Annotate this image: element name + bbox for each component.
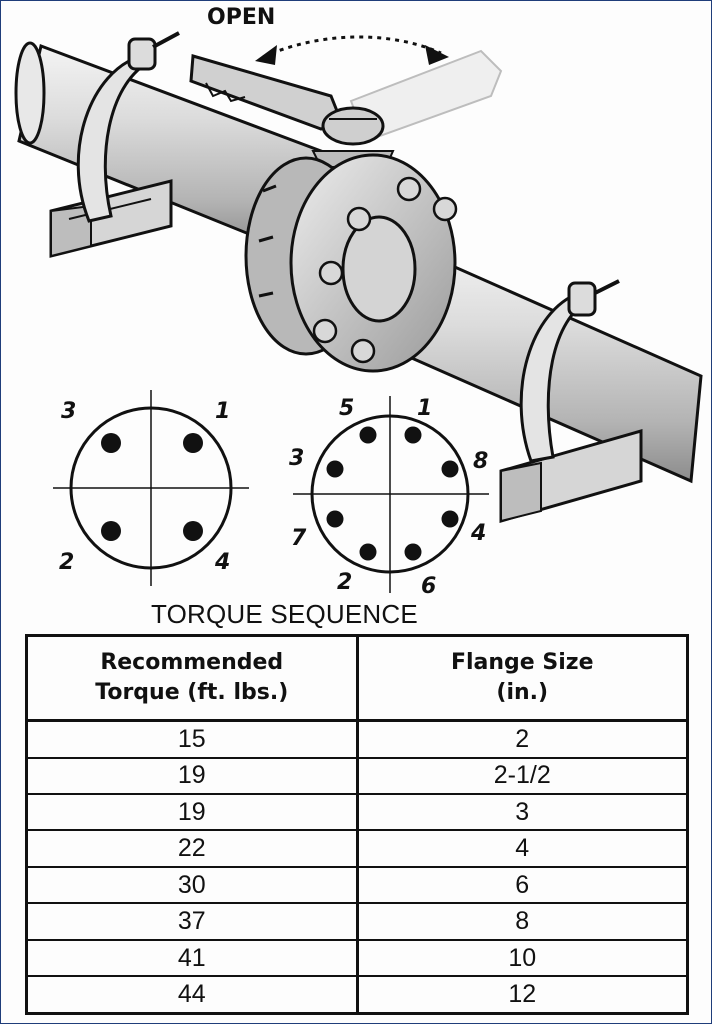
- table-row: 22 4: [25, 829, 689, 868]
- torque-cell: 15: [25, 719, 359, 759]
- right-strut-channel: [499, 429, 643, 523]
- flange-size-cell: 2: [355, 719, 689, 759]
- valve-flange-assembly: [244, 153, 458, 373]
- header-recommended-torque: Recommended Torque (ft. lbs.): [25, 634, 359, 722]
- table-row: 30 6: [25, 865, 689, 905]
- valve-pipe-illustration: [14, 31, 703, 593]
- torque-cell: 19: [25, 792, 359, 832]
- bolt-number-1-eight: 1: [417, 396, 433, 421]
- eight-bolt-pattern: [293, 396, 489, 593]
- table-row: 19 2-1/2: [25, 756, 689, 795]
- flange-size-cell: 2-1/2: [355, 756, 689, 795]
- torque-cell: 30: [25, 865, 359, 905]
- right-pipe-clamp: [519, 279, 620, 463]
- bolt-number-2-eight: 2: [337, 570, 353, 595]
- left-pipe-clamp: [76, 31, 180, 223]
- flange-size-cell: 4: [355, 829, 689, 868]
- flange-size-cell: 6: [355, 865, 689, 905]
- bolt-number-1: 1: [215, 399, 231, 424]
- table-row: 41 10: [25, 938, 689, 978]
- bolt-number-4-eight: 4: [471, 521, 487, 546]
- table-row: 19 3: [25, 792, 689, 832]
- header-flange-size: Flange Size (in.): [355, 634, 689, 722]
- torque-table: Recommended Torque (ft. lbs.) Flange Siz…: [25, 634, 689, 1015]
- four-bolt-pattern: [53, 390, 249, 586]
- flange-size-cell: 3: [355, 792, 689, 832]
- flange-size-cell: 8: [355, 902, 689, 941]
- bolt-number-7: 7: [291, 526, 307, 551]
- torque-cell: 37: [25, 902, 359, 941]
- torque-sequence-title: TORQUE SEQUENCE: [151, 599, 418, 629]
- bolt-number-6: 6: [421, 574, 437, 599]
- bolt-number-3-eight: 3: [289, 446, 305, 471]
- flange-size-cell: 12: [355, 975, 689, 1015]
- table-row: 15 2: [25, 719, 689, 759]
- left-strut-channel: [49, 179, 173, 258]
- torque-cell: 41: [25, 938, 359, 978]
- torque-cell: 22: [25, 829, 359, 868]
- torque-cell: 44: [25, 975, 359, 1015]
- table-row: 37 8: [25, 902, 689, 941]
- bolt-number-3: 3: [61, 399, 77, 424]
- table-row: 44 12: [25, 975, 689, 1015]
- open-label: OPEN: [207, 5, 276, 30]
- bolt-number-5: 5: [339, 396, 355, 421]
- bolt-number-8: 8: [473, 449, 489, 474]
- table-header-row: Recommended Torque (ft. lbs.) Flange Siz…: [25, 634, 689, 722]
- open-direction-arrow: [255, 35, 449, 65]
- bolt-number-2: 2: [59, 550, 75, 575]
- flange-size-cell: 10: [355, 938, 689, 978]
- torque-cell: 19: [25, 756, 359, 795]
- bolt-number-4: 4: [215, 550, 231, 575]
